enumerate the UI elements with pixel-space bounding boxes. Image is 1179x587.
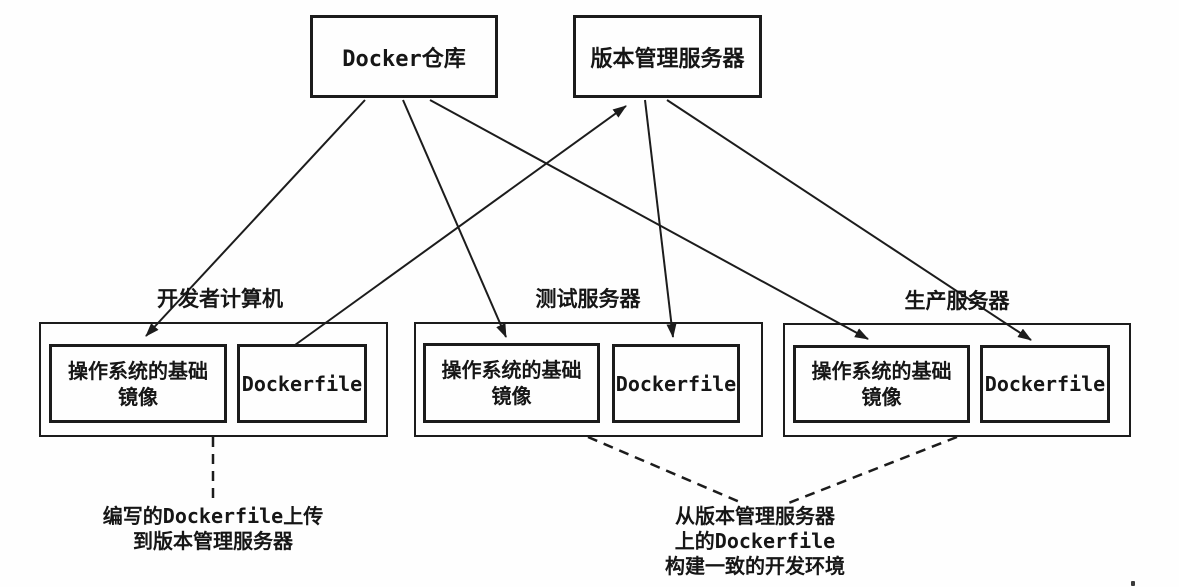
dashed-leader-test-to-build-note <box>587 435 743 505</box>
dashed-leader-prod-to-build-note <box>785 435 958 506</box>
group-title-developer-computer: 开发者计算机 <box>157 287 283 311</box>
test-base-image-line2: 镜像 <box>491 384 532 408</box>
prod-base-image-line2: 镜像 <box>861 385 902 409</box>
test-base-image-line1: 操作系统的基础 <box>441 358 582 382</box>
build-note-line3: 构建一致的开发环境 <box>665 554 845 578</box>
dev-base-image-box: 操作系统的基础 镜像 <box>49 344 227 423</box>
build-note-line2: 上的Dockerfile <box>674 529 836 553</box>
annotation-build-note: 从版本管理服务器 上的Dockerfile 构建一致的开发环境 <box>625 504 885 579</box>
prod-dockerfile-label: Dockerfile <box>984 372 1106 396</box>
group-title-test-server: 测试服务器 <box>535 287 641 311</box>
test-dockerfile-box: Dockerfile <box>612 344 740 423</box>
dev-base-image-line1: 操作系统的基础 <box>68 358 208 383</box>
dev-dockerfile-label: Dockerfile <box>241 371 363 396</box>
node-docker-registry-label: Docker仓库 <box>342 46 466 72</box>
scan-artifact-dot <box>1131 581 1135 586</box>
prod-dockerfile-box: Dockerfile <box>980 345 1110 423</box>
build-note-line1: 从版本管理服务器 <box>675 504 835 528</box>
prod-base-image-line1: 操作系统的基础 <box>811 359 952 383</box>
node-version-control-server: 版本管理服务器 <box>573 15 762 98</box>
test-dockerfile-label: Dockerfile <box>615 371 737 396</box>
group-title-production-server: 生产服务器 <box>904 289 1010 313</box>
node-version-control-server-label: 版本管理服务器 <box>590 46 745 72</box>
dev-dockerfile-box: Dockerfile <box>237 344 367 423</box>
dev-base-image-line2: 镜像 <box>118 384 158 409</box>
upload-note-line2: 到版本管理服务器 <box>133 529 293 553</box>
annotation-upload-note: 编写的Dockerfile上传 到版本管理服务器 <box>83 504 343 554</box>
node-docker-registry: Docker仓库 <box>310 15 498 98</box>
test-base-image-box: 操作系统的基础 镜像 <box>423 343 600 423</box>
upload-note-line1: 编写的Dockerfile上传 <box>102 504 324 528</box>
prod-base-image-box: 操作系统的基础 镜像 <box>793 345 970 423</box>
